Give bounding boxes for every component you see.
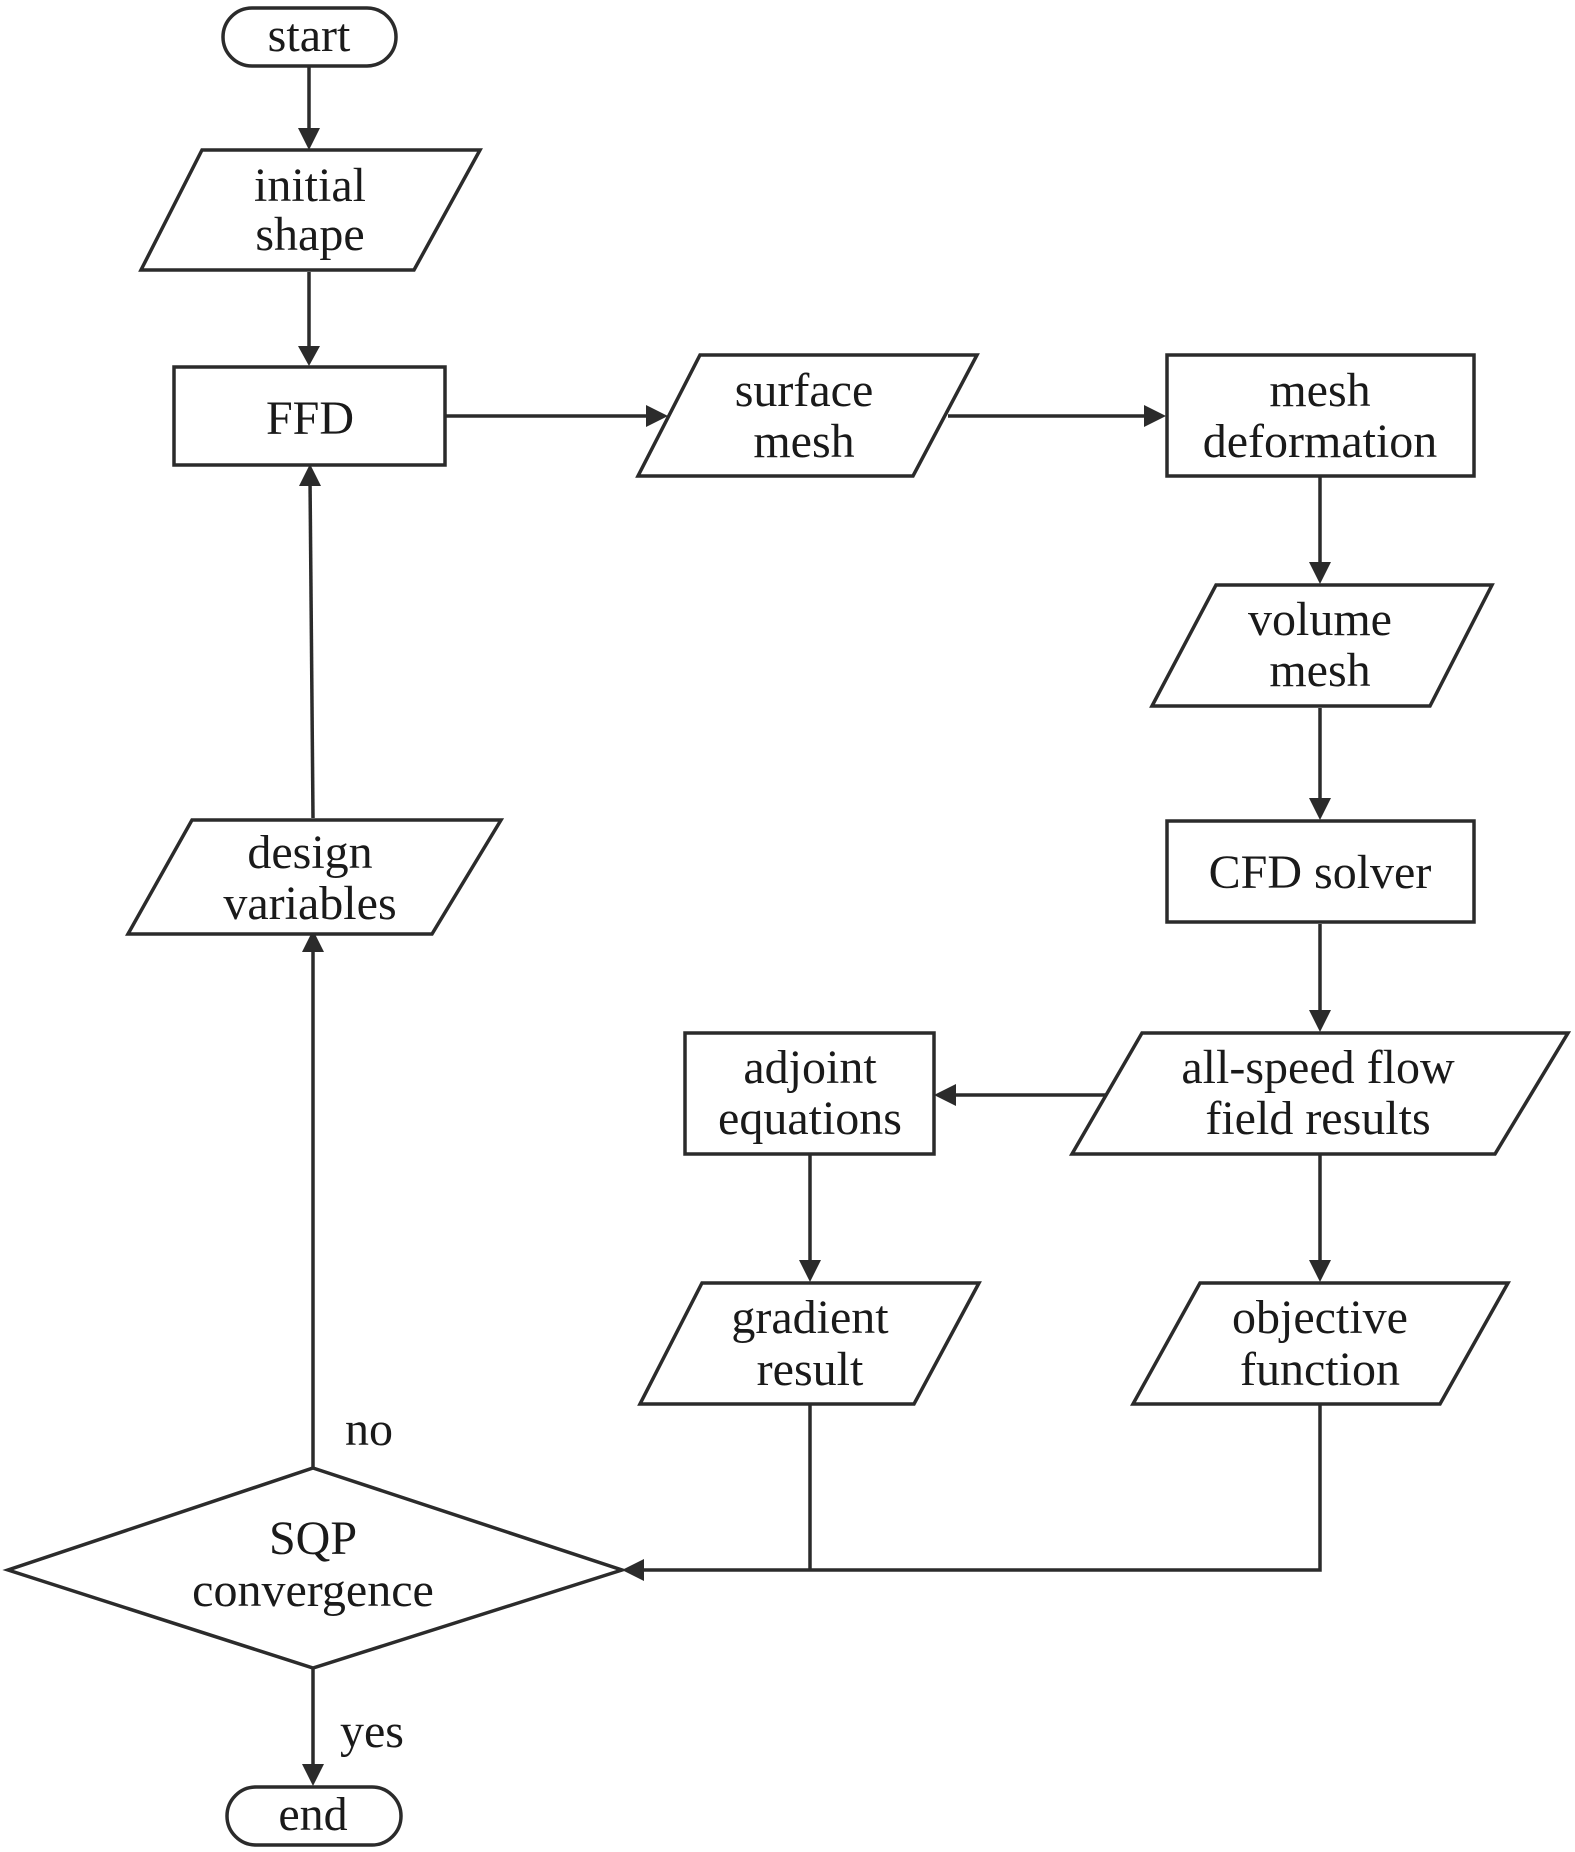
surface-mesh-node: surface mesh — [635, 353, 980, 478]
design-variables-label-line2: variables — [223, 877, 396, 930]
volume-mesh-label-line1: volume — [1248, 593, 1392, 646]
arrowhead — [1309, 1260, 1331, 1282]
adjoint-equations-node: adjoint equations — [683, 1031, 936, 1156]
gradient-result-label-line1: gradient — [731, 1291, 889, 1344]
mesh-deformation-label-line2: deformation — [1203, 415, 1438, 468]
initial-shape-node: initial shape — [138, 148, 483, 272]
flow-field-results-label-line1: all-speed flow — [1181, 1041, 1455, 1094]
gradient-result-node: gradient result — [637, 1281, 982, 1406]
arrowhead — [934, 1084, 956, 1106]
mesh-deformation-label-line1: mesh — [1269, 364, 1370, 417]
initial-shape-label-line1: initial — [254, 159, 366, 212]
arrowhead — [1309, 798, 1331, 820]
surface-mesh-label-line1: surface — [735, 364, 874, 417]
arrowhead — [298, 346, 320, 366]
edge-label-no: no — [345, 1403, 393, 1456]
arrowhead — [299, 464, 321, 486]
objective-function-label-line2: function — [1240, 1343, 1400, 1396]
arrowhead — [646, 405, 668, 427]
arrowhead — [302, 930, 324, 952]
adjoint-equations-label-line2: equations — [718, 1092, 902, 1145]
sqp-convergence-label-line1: SQP — [269, 1512, 357, 1565]
volume-mesh-label-line2: mesh — [1269, 644, 1370, 697]
sqp-convergence-label-line2: convergence — [192, 1564, 434, 1617]
arrowhead — [799, 1260, 821, 1282]
flow-field-results-node: all-speed flow field results — [1068, 1031, 1572, 1156]
edge-design-variables-to-ffd — [308, 477, 315, 819]
arrowhead — [1309, 562, 1331, 584]
cfd-solver-node: CFD solver — [1165, 819, 1476, 924]
connectors — [298, 66, 1331, 1786]
edge-objective-to-sqp — [636, 1405, 1322, 1572]
ffd-label: FFD — [266, 392, 354, 445]
start-node: start — [221, 6, 398, 68]
initial-shape-label-line2: shape — [255, 208, 364, 261]
adjoint-equations-label-line1: adjoint — [743, 1041, 877, 1094]
arrowhead — [1309, 1010, 1331, 1032]
objective-function-label-line1: objective — [1232, 1291, 1408, 1344]
objective-function-node: objective function — [1130, 1281, 1511, 1406]
sqp-convergence-node: SQP convergence — [2, 1466, 628, 1670]
cfd-solver-label: CFD solver — [1209, 846, 1432, 899]
ffd-node: FFD — [172, 365, 447, 467]
flow-field-results-label-line2: field results — [1205, 1092, 1430, 1145]
end-node: end — [225, 1785, 403, 1847]
arrowhead — [622, 1559, 644, 1581]
design-variables-label-line1: design — [247, 826, 372, 879]
mesh-deformation-node: mesh deformation — [1165, 353, 1476, 478]
arrowhead — [302, 1764, 324, 1786]
volume-mesh-node: volume mesh — [1149, 583, 1495, 708]
arrowhead — [298, 128, 320, 150]
end-label: end — [278, 1788, 347, 1841]
start-label: start — [268, 9, 351, 62]
surface-mesh-label-line2: mesh — [753, 415, 854, 468]
arrowhead — [1144, 405, 1166, 427]
edge-label-yes: yes — [340, 1705, 404, 1758]
design-variables-node: design variables — [125, 818, 505, 936]
gradient-result-label-line2: result — [757, 1343, 864, 1396]
